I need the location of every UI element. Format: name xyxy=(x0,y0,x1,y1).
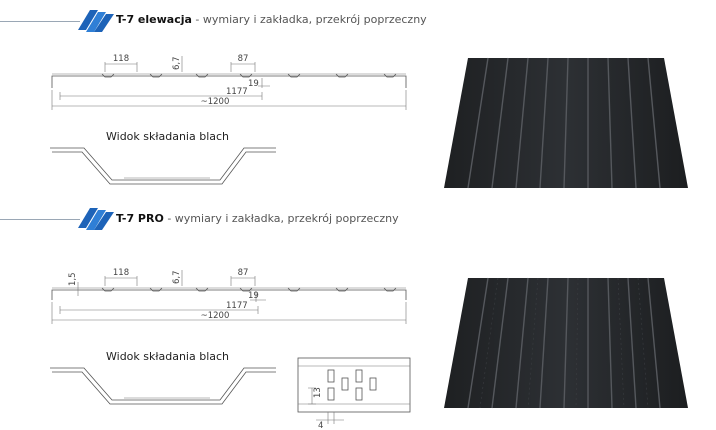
section-divider-2 xyxy=(0,219,80,220)
dim-rib-height: 6,7 xyxy=(172,270,182,284)
sheet-photo-t7-pro xyxy=(444,277,688,409)
dim-rib-height: 6,7 xyxy=(172,56,182,70)
t7-pro-logo-icon xyxy=(78,208,114,230)
product-name: T-7 elewacja xyxy=(116,13,192,26)
dim-effective-width: 1177 xyxy=(226,87,248,97)
section-title-1: T-7 elewacja - wymiary i zakładka, przek… xyxy=(116,13,427,26)
fold-view-1 xyxy=(50,147,276,185)
profile-cross-section-1: 118 6,7 87 19 1177 ~1200 xyxy=(51,54,407,110)
dim-rib-spacing: 118 xyxy=(113,54,129,64)
section-divider-1 xyxy=(0,21,80,22)
fold-caption-2: Widok składania blach xyxy=(106,350,229,363)
technical-drawings: 118 6,7 87 19 1177 ~1200 Widok składania… xyxy=(50,54,411,430)
dim-total-width: ~1200 xyxy=(201,311,230,321)
dim-total-width: ~1200 xyxy=(201,97,230,107)
fold-caption-1: Widok składania blach xyxy=(106,130,229,143)
profile-cross-section-2: 1,5 118 6,7 87 19 1177 ~1200 xyxy=(51,268,407,324)
detail-height-label: 13 xyxy=(313,387,323,398)
fold-view-2 xyxy=(50,367,276,405)
sheet-photo-t7-elewacja xyxy=(444,57,688,189)
t7-logo-icon xyxy=(78,10,114,32)
section-subtitle: - wymiary i zakładka, przekrój poprzeczn… xyxy=(191,13,427,26)
product-name: T-7 PRO xyxy=(116,212,164,225)
dim-rib-width: 87 xyxy=(238,268,249,278)
dim-small-rib: 1,5 xyxy=(68,272,78,286)
detail-width-label: 4 xyxy=(318,421,323,430)
dim-side-lap: 19 xyxy=(248,291,259,301)
dim-side-lap: 19 xyxy=(248,79,259,89)
dim-rib-spacing: 118 xyxy=(113,268,129,278)
dim-effective-width: 1177 xyxy=(226,301,248,311)
section-title-2: T-7 PRO - wymiary i zakładka, przekrój p… xyxy=(116,212,399,225)
embossing-detail: 13 4 xyxy=(297,357,411,430)
section-subtitle: - wymiary i zakładka, przekrój poprzeczn… xyxy=(163,212,399,225)
dim-rib-width: 87 xyxy=(238,54,249,64)
